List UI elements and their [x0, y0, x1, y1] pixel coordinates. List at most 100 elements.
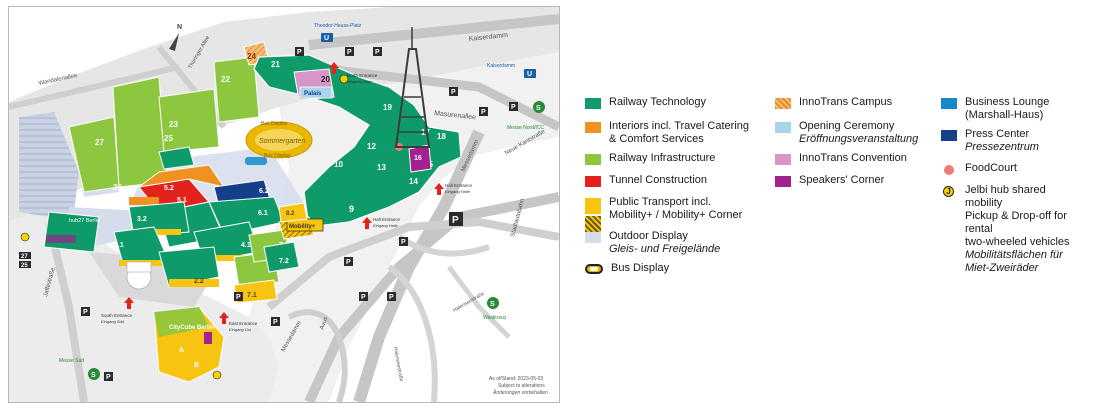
legend-public-transport: Public Transport incl. Mobility+ / Mobil… — [585, 196, 742, 232]
north-entrance-label[interactable]: North Entrance — [347, 73, 378, 78]
legend-jelbi: J Jelbi hub shared mobility Pickup & Dro… — [941, 184, 1085, 275]
hall-label-12: 13 — [377, 163, 386, 172]
transit-stations: U Theodor-Heuss-Platz U Kaiserdamm S Mes… — [59, 23, 545, 380]
venue-map: 27 26 22 23 24 25 21 19 18 17 15 14 13 1… — [8, 6, 560, 403]
bus-display-icon — [585, 264, 603, 274]
station-messe-sud[interactable]: Messe Süd — [59, 358, 84, 364]
legend-bus-display: Bus Display — [585, 262, 669, 275]
footnote-line1: As of/Stand: 2023-05-03 — [489, 376, 543, 382]
hall-label-7-2: 7.2 — [279, 258, 289, 265]
radio-tower-icon — [394, 27, 431, 148]
legend-innotrans-campus: InnoTrans Campus — [775, 96, 892, 109]
hall-label-25: 26 — [113, 183, 122, 192]
parking-icon-6: P — [511, 104, 516, 111]
parking-icon-3: P — [375, 49, 380, 56]
north-arrow-label: N — [177, 24, 182, 31]
compass: N — [169, 24, 182, 51]
sommergarten-label: Sommergarten — [259, 138, 305, 145]
legend-label-jelbi-3: two-wheeled vehicles — [965, 236, 1070, 248]
legend-label-business-lounge: Business Lounge — [965, 96, 1050, 108]
south-entrance-sub: Eingang Süd — [101, 319, 125, 324]
bus-display-label-bottom: Bus Display — [264, 153, 291, 159]
hall-label-26: 27 — [95, 138, 104, 147]
street-kaiserdamm: Kaiserdamm — [468, 32, 508, 43]
u-bahn-icon-kaiserdamm: U — [527, 71, 532, 78]
hall-label-5-1: 5.1 — [177, 197, 187, 204]
hall-label-24: 25 — [164, 134, 173, 143]
legend-speakers-corner: Speakers' Corner — [775, 174, 884, 187]
sommergarten-area: Sommergarten Bus Display Bus Display — [245, 121, 313, 165]
parking-icon-2: P — [347, 49, 352, 56]
hall-entrance-messedamm-sub: Eingang Halle — [373, 223, 399, 228]
venue-map-drawing: 27 26 22 23 24 25 21 19 18 17 15 14 13 1… — [9, 7, 559, 402]
swatch-innotrans-campus — [775, 98, 791, 109]
hall-label-1-1: 1.1 — [114, 242, 124, 249]
swatch-railway-technology — [585, 98, 601, 109]
hall-label-8-2: 8.2 — [286, 211, 295, 217]
station-kaiserdamm[interactable]: Kaiserdamm — [487, 63, 515, 69]
hall-group-south: 5.2 6.2 3.2 5.1 6.1 4.1 1.1 2.2 7.1 7.3 … — [43, 164, 324, 383]
hall-label-11: 12 — [367, 142, 376, 151]
north-entrance-sub: Eingang Nord — [347, 79, 372, 84]
hall-label-17: 18 — [437, 132, 446, 141]
swatch-outdoor-display — [585, 232, 601, 243]
legend-business-lounge: Business Lounge (Marshall-Haus) — [941, 96, 1049, 122]
legend-label-railway-infrastructure: Railway Infrastructure — [609, 152, 716, 164]
legend-label-press-center-de: Pressezentrum — [965, 141, 1039, 153]
parking-icons: P P P P P P P P P P P P P P P — [81, 47, 518, 381]
legend-interiors: Interiors incl. Travel Catering & Comfor… — [585, 120, 749, 146]
citycube-label: CityCube Berlin — [169, 325, 214, 331]
swatch-innotrans-convention — [775, 154, 791, 165]
hall-entrance-masurenallee-sub: Eingang Halle — [445, 189, 471, 194]
hall-group-railway-infra: 27 26 22 23 24 25 — [68, 41, 270, 193]
street-masurenallee: Masurenallee — [434, 110, 477, 121]
hall-label-b: B — [194, 362, 199, 369]
legend-label-foodcourt: FoodCourt — [965, 162, 1017, 174]
palais-label: Palais — [304, 91, 322, 97]
legend-label-interiors-2: & Comfort Services — [609, 133, 704, 145]
swatch-opening-ceremony — [775, 122, 791, 133]
footnote-line3: Änderungen vorbehalten — [492, 389, 548, 396]
swatch-press-center — [941, 130, 957, 141]
legend-label-outdoor-display: Outdoor Display — [609, 230, 688, 242]
hall-label-21: 22 — [221, 75, 230, 84]
legend-label-mobility-plus: Mobility+ / Mobility+ Corner — [609, 209, 743, 221]
south-entrance-label[interactable]: South Entrance — [101, 313, 133, 318]
hall-label-2-2: 2.2 — [194, 278, 204, 285]
swatch-railway-infrastructure — [585, 154, 601, 165]
parking-icon-1: P — [297, 49, 302, 56]
parking-icon-15: P — [236, 294, 241, 301]
parking-icon-13: P — [106, 374, 111, 381]
s-bahn-icon-messe-sud: S — [91, 372, 96, 379]
swatch-public-transport — [585, 198, 601, 214]
legend-opening-ceremony: Opening Ceremony Eröffnungsveranstaltung — [775, 120, 918, 146]
legend-label-jelbi-de: Mobilitätsflächen für — [965, 249, 1063, 261]
parking-icon-7: P — [452, 215, 459, 226]
parking-icon-8: P — [346, 259, 351, 266]
parking-icon-9: P — [361, 294, 366, 301]
legend-label-outdoor-display-de: Gleis- und Freigelände — [609, 243, 721, 255]
entrances: North Entrance Eingang Nord Hall Entranc… — [101, 62, 473, 332]
hall-label-a: A — [179, 347, 184, 354]
foodcourt-icon — [944, 165, 954, 175]
legend-label-interiors: Interiors incl. Travel Catering — [609, 120, 749, 132]
mobility-plus-label: Mobility+ — [289, 224, 316, 230]
parking-icon-11: P — [401, 239, 406, 246]
legend-label-jelbi: Jelbi hub shared mobility — [965, 184, 1046, 209]
hall-label-15: 16 — [414, 155, 422, 162]
station-theodor-heuss-platz[interactable]: Theodor-Heuss-Platz — [314, 23, 362, 29]
east-entrance-label[interactable]: East Entrance — [229, 321, 258, 326]
legend-label-innotrans-convention: InnoTrans Convention — [799, 152, 907, 164]
legend-label-innotrans-campus: InnoTrans Campus — [799, 96, 893, 108]
legend-press-center: Press Center Pressezentrum — [941, 128, 1039, 154]
hall-entrance-messedamm[interactable]: Hall Entrance — [373, 217, 401, 222]
hall-label-22: 23 — [169, 120, 178, 129]
station-messe-nord[interactable]: Messe Nord/ICC — [507, 125, 544, 131]
legend-railway-technology: Railway Technology — [585, 96, 706, 109]
hall-label-20: 21 — [271, 60, 280, 69]
hall-entrance-masurenallee[interactable]: Hall Entrance — [445, 183, 473, 188]
legend-label-bus-display: Bus Display — [611, 262, 670, 274]
station-westkreuz[interactable]: Westkreuz — [483, 315, 507, 321]
jelbi-icon: J — [943, 186, 954, 197]
hall-label-6-2: 6.2 — [259, 188, 269, 195]
